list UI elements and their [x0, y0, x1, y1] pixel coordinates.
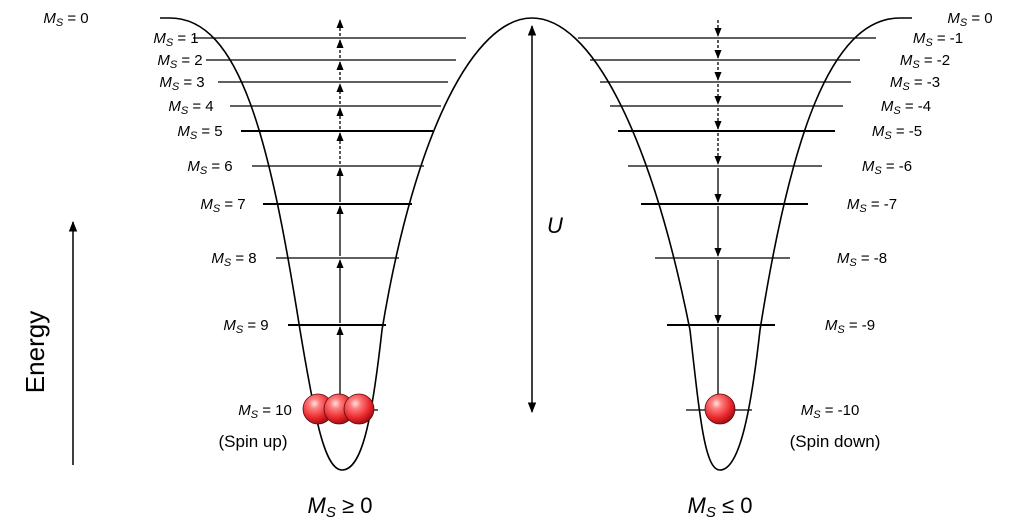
left-level-label: MS = 0: [43, 10, 88, 29]
left-well-levels: [193, 38, 466, 410]
right-level-label: MS = -6: [862, 158, 912, 177]
left-well-caption: MS ≥ 0: [308, 493, 373, 521]
right-well-caption: MS ≤ 0: [688, 493, 753, 521]
right-level-label: MS = -10: [801, 402, 860, 421]
spin-up-label: (Spin up): [219, 432, 288, 451]
left-level-label: MS = 6: [187, 158, 232, 177]
left-level-label: MS = 4: [168, 98, 213, 117]
right-level-label: MS = -3: [890, 74, 940, 93]
left-level-label: MS = 7: [200, 196, 245, 215]
barrier-label: U: [547, 213, 563, 238]
left-level-label: MS = 10: [238, 402, 292, 421]
left-level-label: MS = 3: [159, 74, 204, 93]
right-level-label: MS = -4: [881, 98, 931, 117]
right-level-label: MS = -8: [837, 250, 887, 269]
right-level-label: MS = -1: [913, 30, 963, 49]
energy-axis-label: Energy: [20, 311, 50, 393]
left-level-label: MS = 9: [223, 317, 268, 336]
left-level-label: MS = 1: [153, 30, 198, 49]
right-level-label: MS = -2: [900, 52, 950, 71]
right-particles: [705, 394, 735, 424]
right-level-label: MS = -7: [847, 196, 897, 215]
right-well-levels: [578, 38, 876, 410]
left-level-label: MS = 5: [177, 123, 222, 142]
spin-down-label: (Spin down): [790, 432, 881, 451]
left-particles: [303, 394, 374, 424]
spin-particle: [344, 394, 374, 424]
right-level-label: MS = 0: [947, 10, 992, 29]
left-level-label: MS = 8: [211, 250, 256, 269]
spin-particle: [705, 394, 735, 424]
left-level-labels: MS = 0 MS = 1 MS = 2 MS = 3 MS = 4 MS = 5 MS =…: [43, 10, 291, 421]
left-level-label: MS = 2: [157, 52, 202, 71]
right-level-label: MS = -5: [872, 123, 922, 142]
right-level-label: MS = -9: [825, 317, 875, 336]
